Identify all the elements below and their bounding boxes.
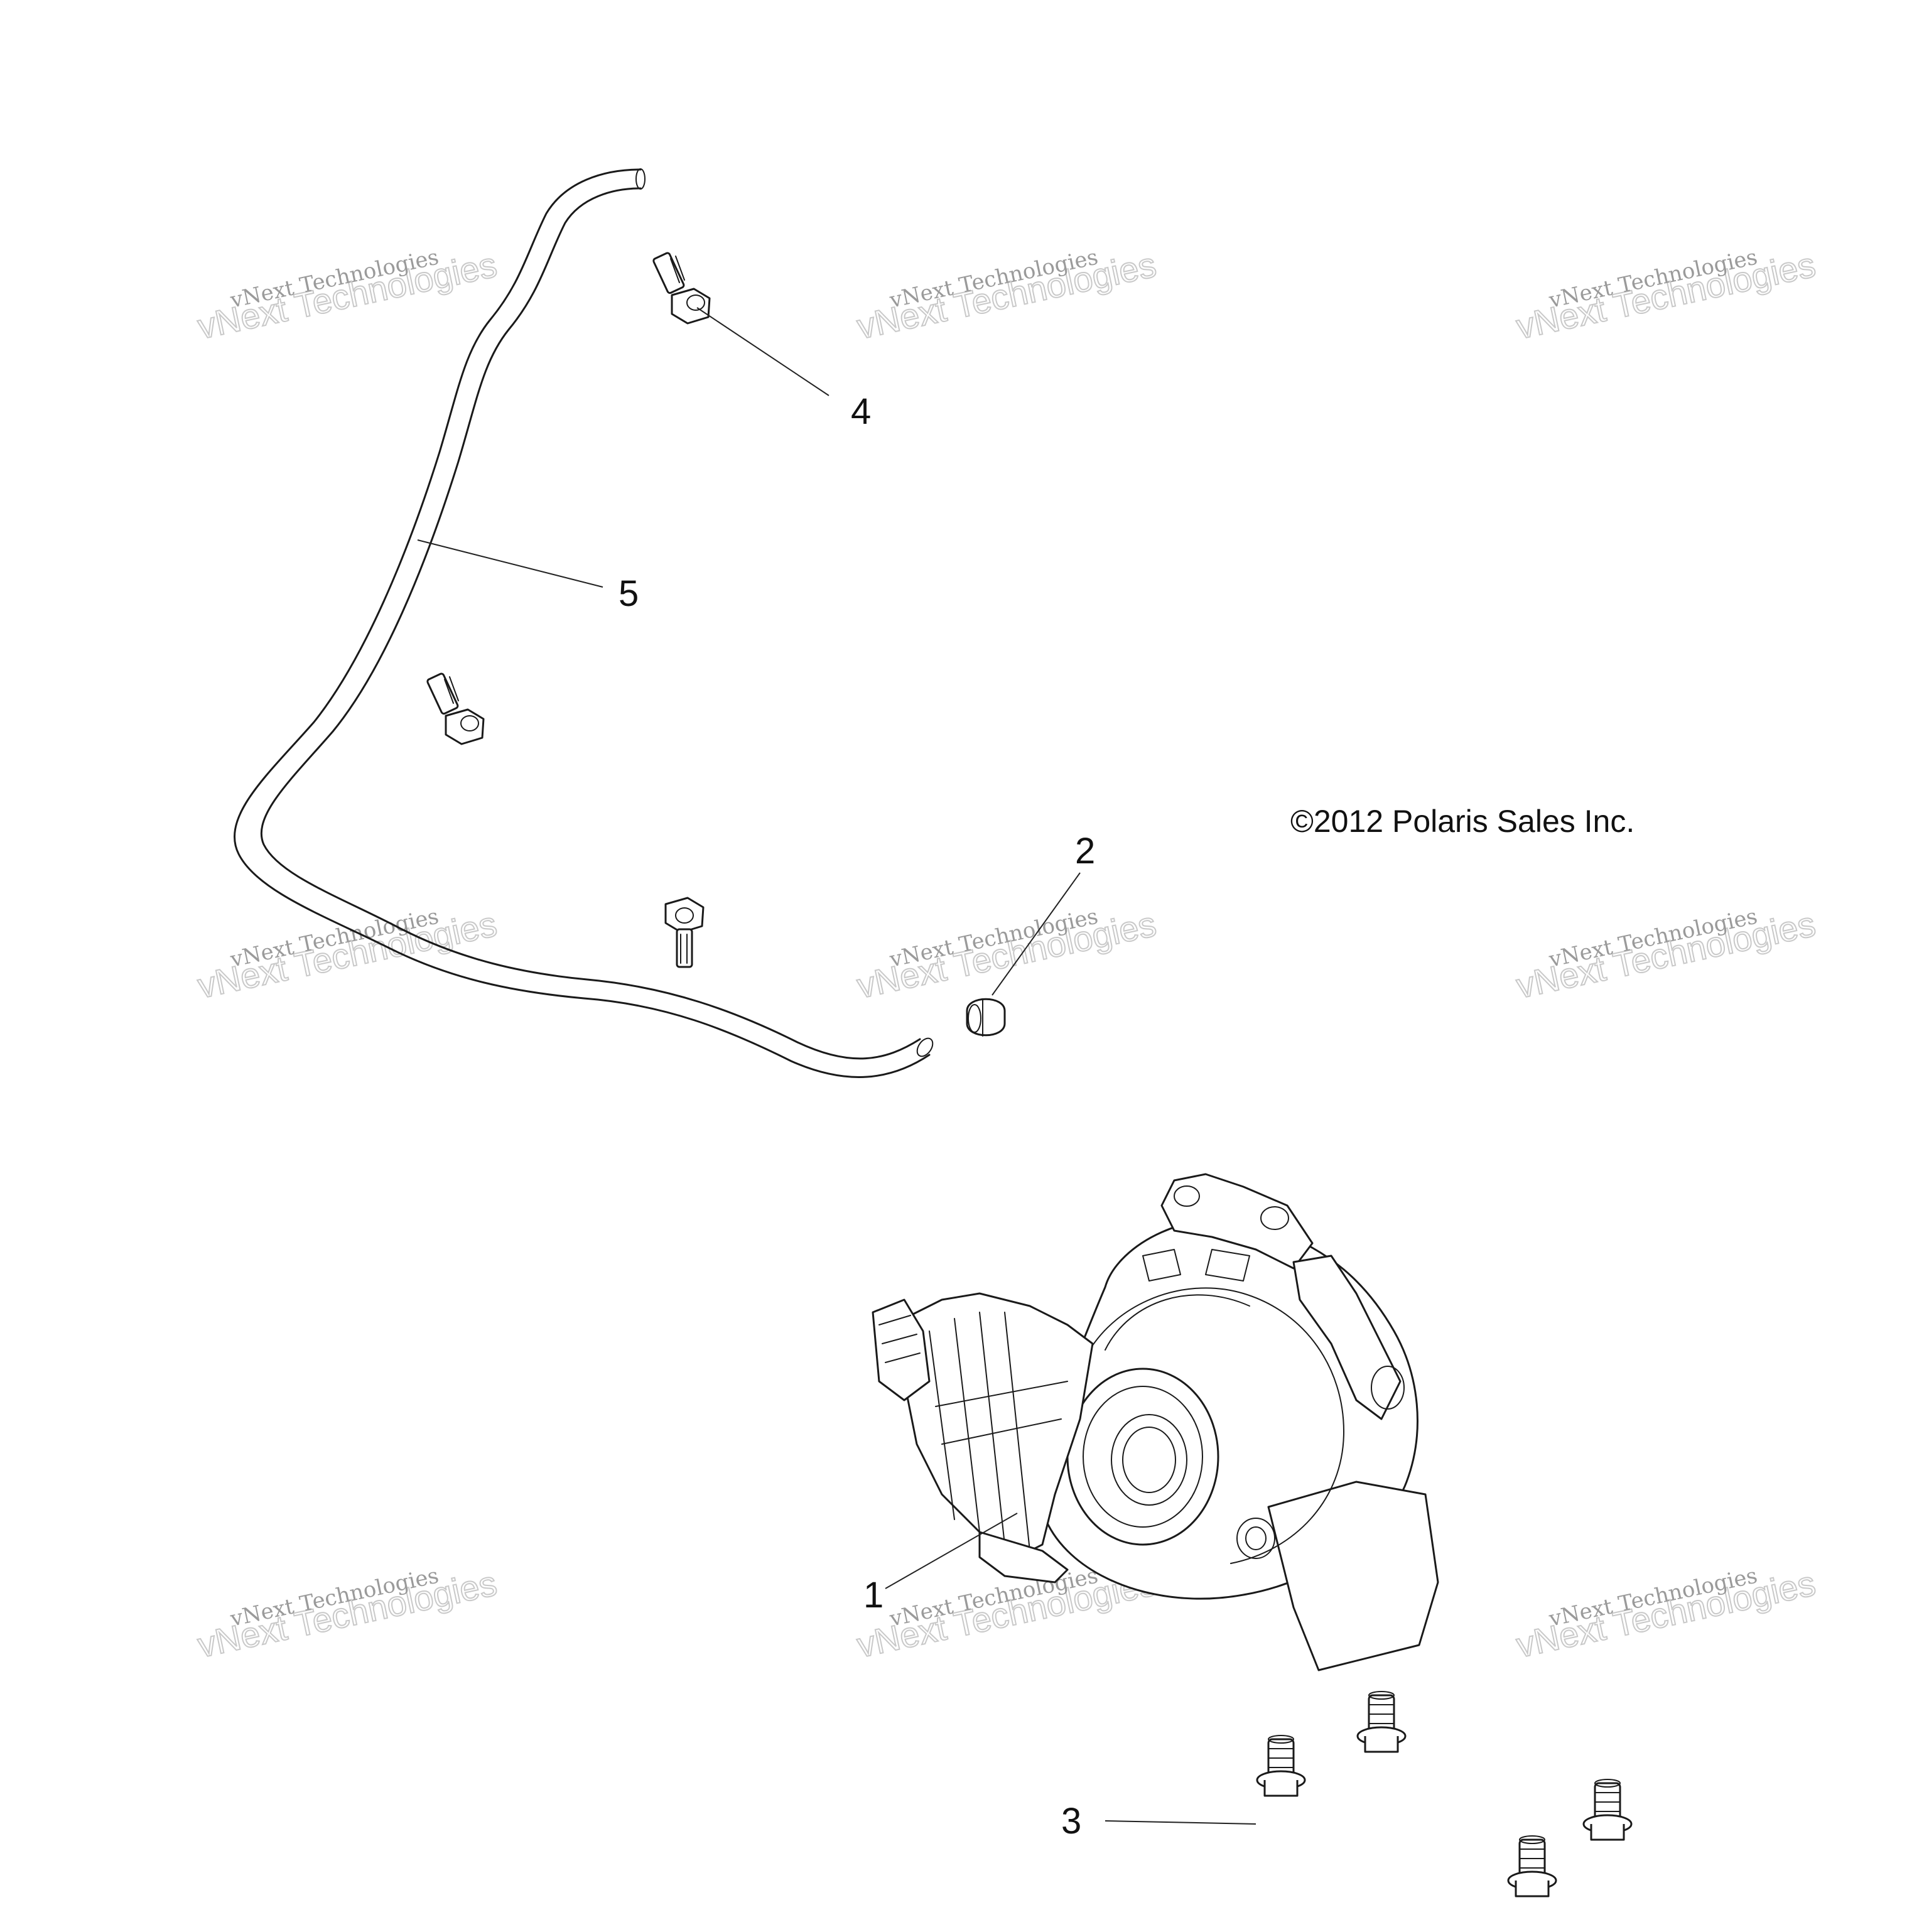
leader-line-2	[992, 872, 1081, 996]
flange-bolt[interactable]	[1356, 1691, 1407, 1753]
hose-clamp[interactable]	[966, 998, 1006, 1037]
leader-line-3	[1105, 1820, 1256, 1825]
flange-bolt[interactable]	[1256, 1735, 1306, 1797]
vent-hose[interactable]	[234, 168, 936, 1078]
leader-line-1	[885, 1513, 1018, 1589]
callout-2[interactable]: 2	[1075, 831, 1095, 872]
callout-3[interactable]: 3	[1061, 1801, 1081, 1842]
flange-bolt[interactable]	[1582, 1779, 1633, 1841]
leader-line-4	[696, 307, 829, 396]
callout-5[interactable]: 5	[619, 573, 639, 614]
callouts: 4 5 2 1 3	[619, 391, 1095, 1842]
hose-clip[interactable]	[426, 672, 485, 745]
hose-clip[interactable]	[664, 897, 705, 968]
flange-bolt[interactable]	[1507, 1835, 1557, 1897]
hose-clip[interactable]	[652, 252, 711, 325]
leader-line-5	[417, 539, 603, 588]
callout-4[interactable]: 4	[851, 391, 871, 432]
copyright-notice: ©2012 Polaris Sales Inc.	[1290, 804, 1635, 839]
callout-1[interactable]: 1	[863, 1575, 883, 1616]
leader-lines	[417, 307, 1256, 1825]
gearcase-assembly[interactable]	[872, 1173, 1439, 1671]
